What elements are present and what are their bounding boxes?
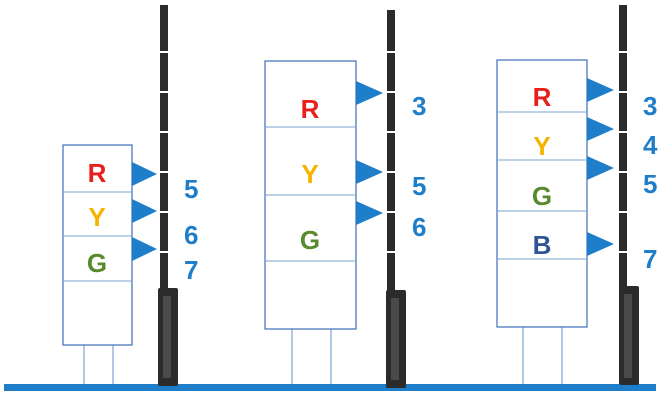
triangle-arrow-icon (587, 78, 614, 102)
marker-number: 5 (643, 169, 657, 199)
cell-label-green: G (87, 248, 107, 278)
marker-number: 3 (643, 91, 657, 121)
triangle-arrow-icon (587, 117, 614, 141)
triangle-arrow-icon (356, 201, 383, 225)
triangle-arrow-icon (587, 232, 614, 256)
signal-unit-1: R Y G 5 6 7 (62, 5, 198, 386)
ruler-pole-icon (158, 5, 178, 386)
cell-label-red: R (533, 82, 552, 112)
signal-box (62, 144, 133, 346)
marker-number: 5 (412, 171, 426, 201)
triangle-arrow-icon (132, 237, 157, 261)
marker-number: 7 (643, 244, 657, 274)
triangle-arrow-icon (356, 81, 383, 105)
signal-unit-2: R Y G 3 5 6 (264, 10, 426, 388)
signal-box (496, 59, 588, 328)
marker-number: 5 (184, 174, 198, 204)
triangle-arrow-icon (132, 162, 157, 186)
marker-number: 6 (184, 220, 198, 250)
marker-number: 4 (643, 130, 658, 160)
cell-label-blue: B (533, 230, 552, 260)
cell-label-yellow: Y (301, 159, 318, 189)
ruler-pole-icon (619, 5, 639, 385)
ruler-pole-icon (386, 10, 406, 388)
triangle-arrow-icon (132, 199, 157, 223)
cell-label-red: R (301, 94, 320, 124)
ground-line (4, 384, 656, 391)
signal-unit-3: R Y G B 3 4 5 7 (496, 5, 658, 385)
cell-label-yellow: Y (88, 202, 105, 232)
cell-label-green: G (532, 181, 552, 211)
triangle-arrow-icon (587, 156, 614, 180)
triangle-arrow-icon (356, 160, 383, 184)
marker-number: 7 (184, 255, 198, 285)
cell-label-yellow: Y (533, 131, 550, 161)
marker-number: 3 (412, 91, 426, 121)
cell-label-green: G (300, 225, 320, 255)
marker-number: 6 (412, 212, 426, 242)
cell-label-red: R (88, 158, 107, 188)
